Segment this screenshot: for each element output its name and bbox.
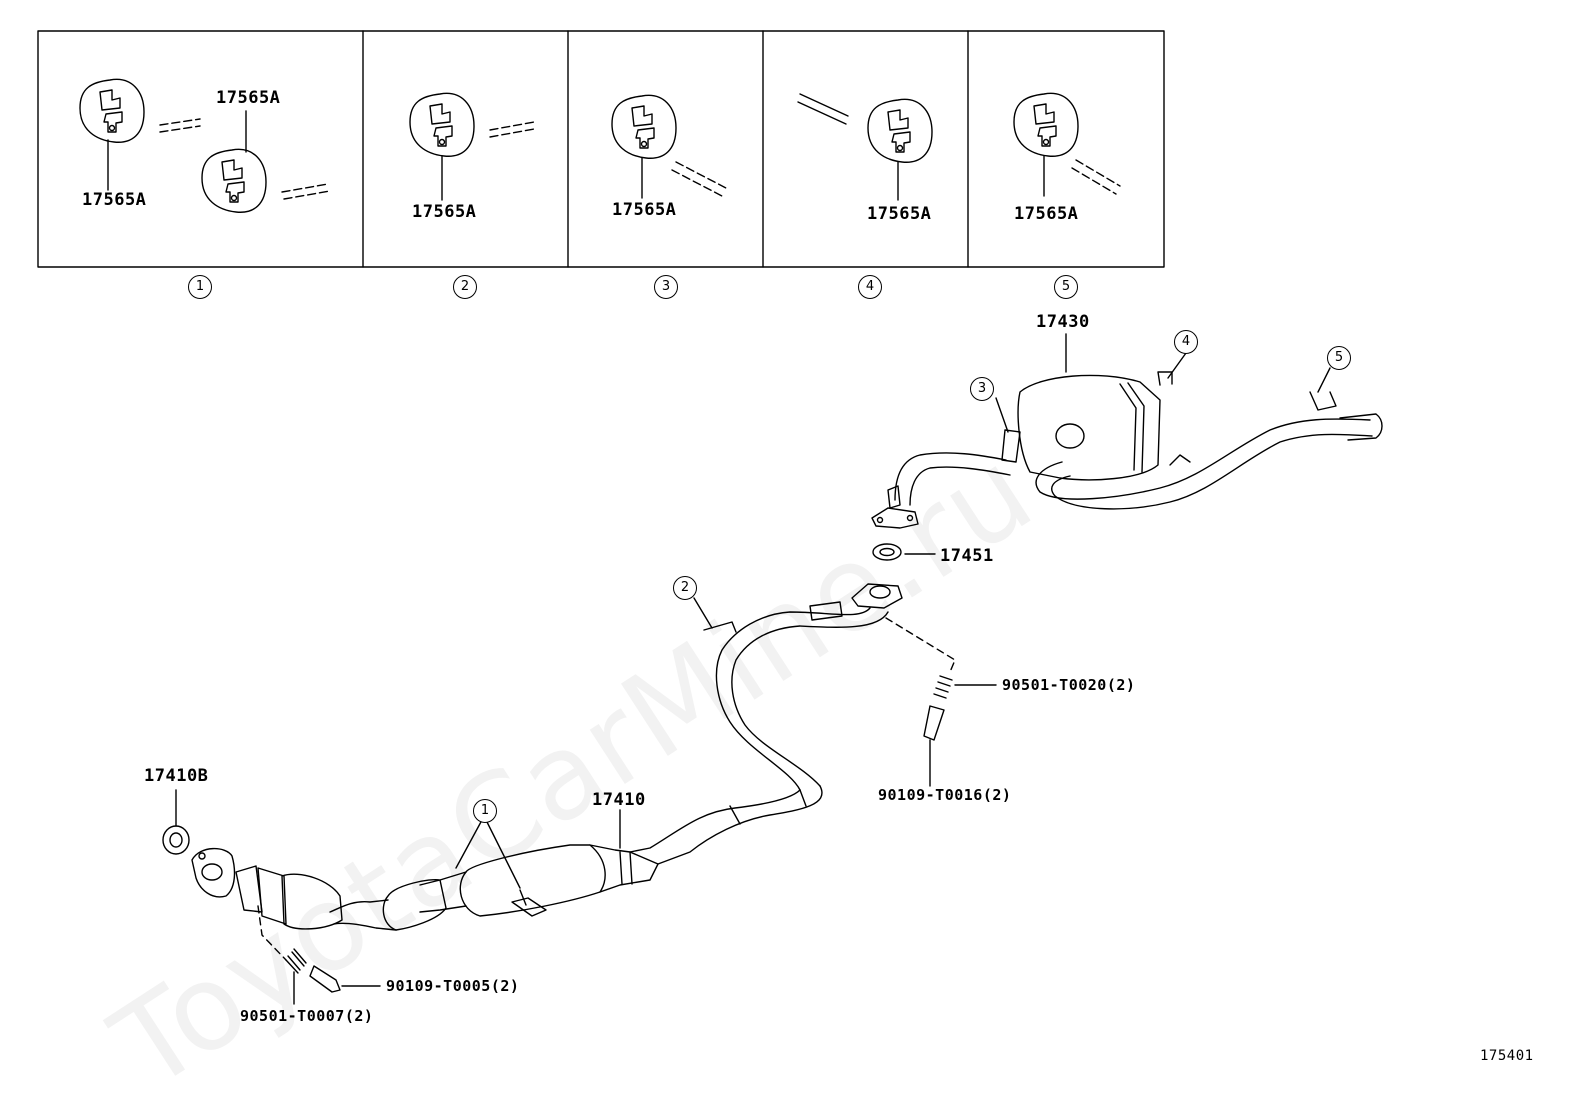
- callout-2: 2: [673, 576, 697, 600]
- tailpipe-muffler-assembly: [871, 371, 1383, 529]
- panel-number-1: 1: [188, 275, 212, 299]
- label-17565A-p4: 17565A: [867, 204, 932, 224]
- hanger-panels-frame: [37, 30, 1165, 268]
- leader-lines: [455, 333, 1331, 889]
- panel-1-hangers: [79, 78, 331, 213]
- panel-number-5: 5: [1054, 275, 1078, 299]
- front-fasteners: [257, 905, 381, 1005]
- label-17430: 17430: [1036, 312, 1090, 332]
- gasket-17410B: [162, 789, 190, 855]
- gasket-17451: [872, 543, 936, 561]
- panel-number-4: 4: [858, 275, 882, 299]
- callout-3: 3: [970, 377, 994, 401]
- front-pipe-assembly: [191, 583, 903, 931]
- label-17565A-p1-top: 17565A: [216, 88, 281, 108]
- label-17565A-p1-bottom: 17565A: [82, 190, 147, 210]
- label-17451: 17451: [940, 546, 994, 566]
- label-90501-T0007: 90501-T0007(2): [240, 1007, 374, 1025]
- label-17565A-p2: 17565A: [412, 202, 477, 222]
- label-90109-T0016: 90109-T0016(2): [878, 786, 1012, 804]
- label-17410B: 17410B: [144, 766, 209, 786]
- label-90109-T0005: 90109-T0005(2): [386, 977, 520, 995]
- diagram-code: 175401: [1480, 1048, 1534, 1064]
- panel-number-2: 2: [453, 275, 477, 299]
- panel-5-hanger: [1013, 92, 1121, 197]
- label-17410: 17410: [592, 790, 646, 810]
- label-17565A-p5: 17565A: [1014, 204, 1079, 224]
- panel-4-hanger: [797, 93, 933, 201]
- callout-5: 5: [1327, 346, 1351, 370]
- label-90501-T0020: 90501-T0020(2): [1002, 676, 1136, 694]
- callout-1: 1: [473, 799, 497, 823]
- panel-number-3: 3: [654, 275, 678, 299]
- rear-fasteners: [885, 617, 997, 787]
- panel-3-hanger: [611, 94, 727, 199]
- callout-4: 4: [1174, 330, 1198, 354]
- label-17565A-p3: 17565A: [612, 200, 677, 220]
- panel-2-hanger: [409, 92, 535, 201]
